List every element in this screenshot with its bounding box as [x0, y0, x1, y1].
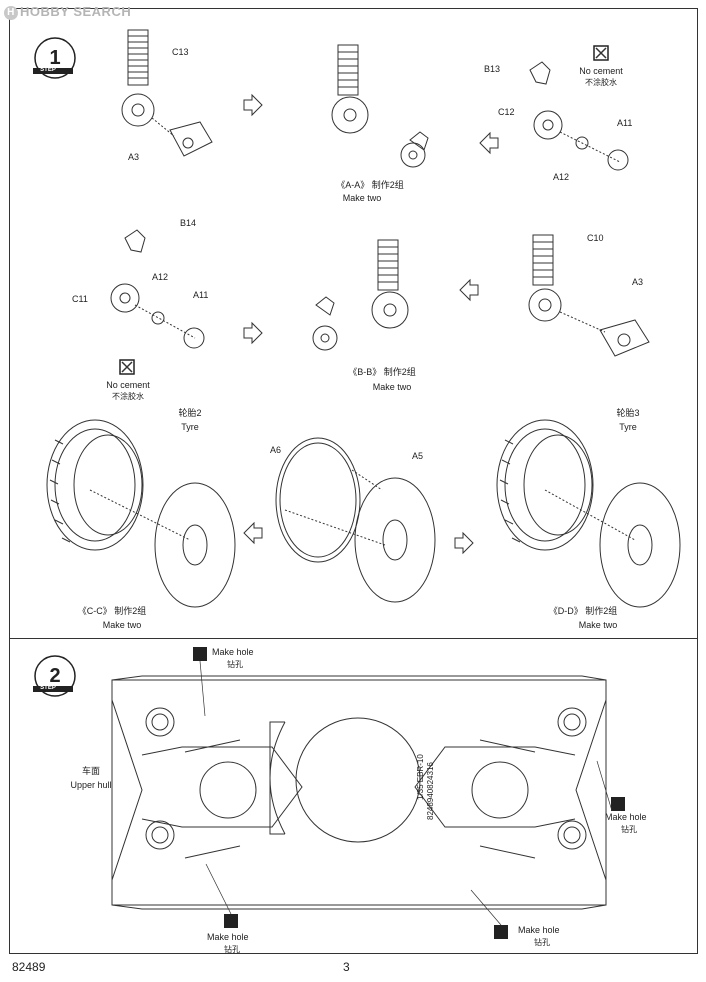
leader-lines — [199, 660, 613, 926]
part-a5: A5 — [412, 451, 424, 461]
make-hole-1: Make hole — [212, 647, 254, 657]
suspension-aa-assembly — [331, 44, 429, 168]
bb-label: 《B-B》 制作2组 — [348, 367, 416, 377]
drill-cn-4: 钻孔 — [534, 938, 550, 947]
part-a3-b: A3 — [632, 277, 644, 287]
no-cement-cn-2: 不涂胶水 — [112, 392, 144, 401]
part-c10: C10 — [587, 233, 604, 243]
part-c12: C12 — [498, 107, 515, 117]
step-divider — [9, 638, 698, 639]
no-cement-en-2: No cement — [106, 380, 150, 390]
make-hole-3: Make hole — [207, 932, 249, 942]
flow-arrow-3 — [243, 321, 263, 345]
upper-hull-en: Upper hull — [70, 780, 112, 790]
drill-icon-2 — [611, 797, 625, 811]
tyre2-cn: 轮胎2 — [178, 408, 202, 418]
flow-arrow-4 — [459, 278, 479, 302]
suspension-c10-assembly — [528, 234, 650, 357]
tyre3-cn: 轮胎3 — [616, 408, 640, 418]
drill-cn-2: 钻孔 — [621, 825, 637, 834]
aa-make-two: Make two — [342, 193, 382, 203]
step2-badge — [33, 655, 76, 697]
dd-make-two: Make two — [578, 620, 618, 630]
no-cement-en-1: No cement — [579, 66, 623, 76]
kit-number: 82489 — [12, 960, 46, 974]
part-a12: A12 — [553, 172, 570, 182]
tyre-dd-assembly — [496, 419, 681, 608]
make-hole-2: Make hole — [605, 812, 647, 822]
step1-number: 1 — [49, 47, 61, 69]
tyre3-en: Tyre — [619, 422, 637, 432]
drill-icon-3 — [224, 914, 238, 928]
part-a12-b: A12 — [152, 272, 169, 282]
flow-arrow-5 — [243, 521, 263, 545]
part-c11: C11 — [72, 294, 88, 304]
part-c13: C13 — [172, 47, 189, 57]
part-b14: B14 — [180, 218, 197, 228]
flow-arrow-2 — [479, 131, 499, 155]
aa-label: 《A-A》 制作2组 — [336, 180, 404, 190]
watermark-text: HOBBY SEARCH — [20, 4, 132, 19]
dd-label: 《D-D》 制作2组 — [548, 606, 618, 616]
drill-icon-4 — [494, 925, 508, 939]
wheel-a5-a6-assembly — [275, 437, 436, 603]
hull-engraving-1: 1/35 EBR-10 — [416, 754, 425, 800]
cc-label: 《C-C》 制作2组 — [77, 606, 147, 616]
page-frame — [9, 8, 698, 954]
drill-cn-1: 钻孔 — [227, 660, 243, 669]
part-a3: A3 — [128, 152, 140, 162]
suspension-bb-assembly — [312, 239, 409, 351]
arm-c12-assembly — [529, 45, 629, 171]
part-a11: A11 — [617, 118, 633, 128]
tyre-cc-assembly — [46, 419, 236, 608]
drill-cn-3: 钻孔 — [224, 945, 240, 954]
part-b13: B13 — [484, 64, 501, 74]
page-number: 3 — [343, 960, 350, 974]
arm-c11-assembly — [110, 229, 205, 375]
flow-arrow-6 — [454, 531, 474, 555]
tyre2-en: Tyre — [181, 422, 199, 432]
part-a11-b: A11 — [193, 290, 209, 300]
upper-hull-cn: 车面 — [81, 766, 101, 776]
upper-hull-drawing — [111, 675, 607, 910]
part-a6: A6 — [270, 445, 282, 455]
make-hole-4: Make hole — [518, 925, 560, 935]
hull-engraving-2: 8248940824316 — [426, 762, 435, 820]
flow-arrow-1 — [243, 93, 263, 117]
step2-label: STEP — [40, 685, 56, 691]
step1-label: STEP — [40, 67, 56, 73]
no-cement-cn-1: 不涂胶水 — [585, 78, 617, 87]
suspension-c13-assembly — [121, 29, 213, 157]
step2-number: 2 — [49, 665, 61, 687]
step1-badge — [33, 37, 76, 79]
bb-make-two: Make two — [372, 382, 412, 392]
cc-make-two: Make two — [102, 620, 142, 630]
drill-icon-1 — [193, 647, 207, 661]
